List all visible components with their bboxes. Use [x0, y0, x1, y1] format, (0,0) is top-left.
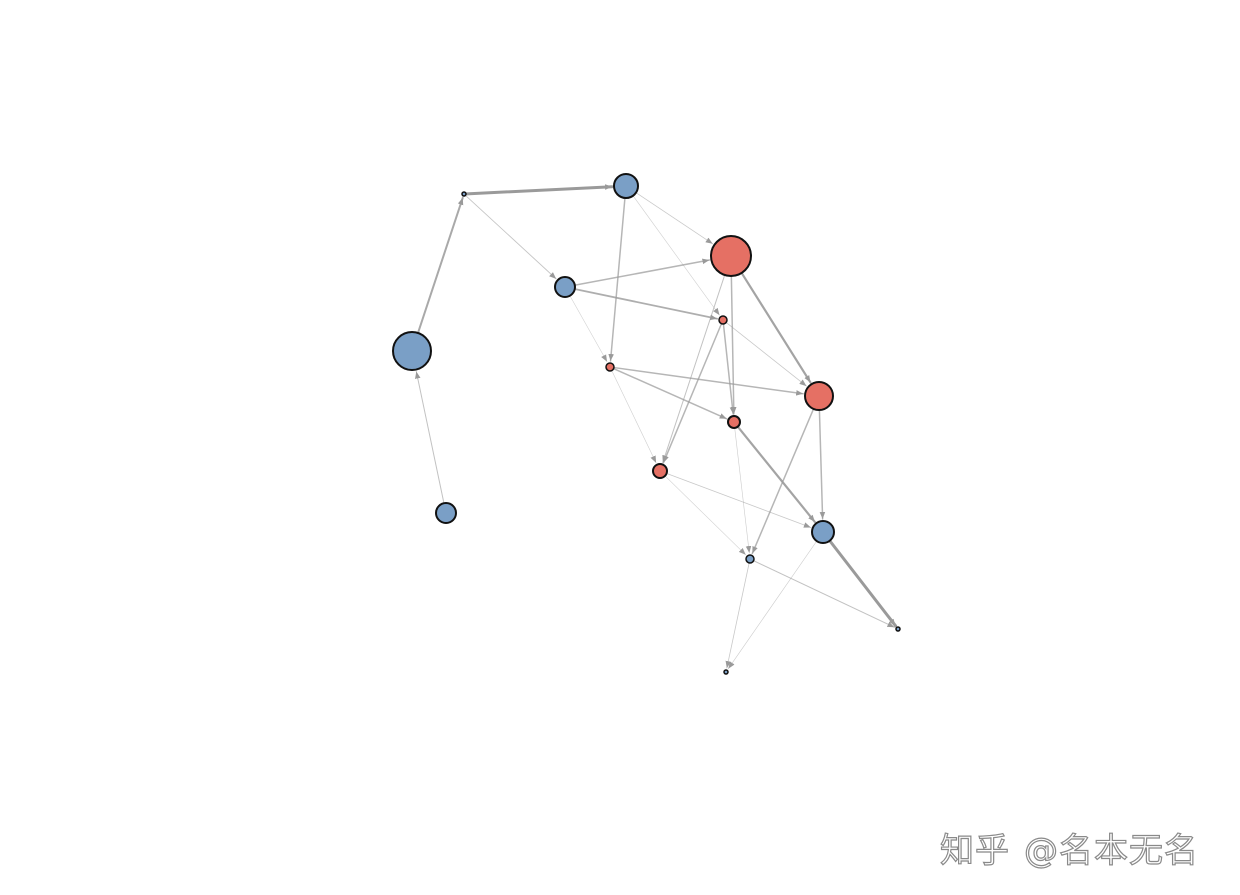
edge-n9-n12 — [818, 410, 826, 520]
edge-n4-n1 — [417, 196, 464, 334]
node-n6-red — [710, 235, 752, 277]
node-n5-blue — [435, 502, 457, 524]
edge-n10-n12 — [737, 426, 816, 523]
edge-n13-n15 — [754, 560, 895, 628]
node-n7-red — [718, 315, 728, 325]
edge-n8-n10 — [613, 368, 728, 420]
edge-n1-n3 — [465, 195, 557, 280]
edge-n12-n15 — [828, 539, 898, 628]
nodes-layer — [392, 173, 901, 675]
edge-n5-n4 — [415, 371, 445, 503]
edge-n8-n11 — [611, 371, 657, 464]
edge-n10-n13 — [734, 428, 752, 554]
edge-n8-n9 — [614, 366, 804, 396]
edge-n13-n14 — [725, 563, 750, 669]
edge-n2-n7 — [633, 196, 720, 316]
edge-n6-n11 — [662, 275, 725, 463]
node-n8-red — [605, 362, 615, 372]
node-n3-blue — [554, 276, 576, 298]
node-n2-blue — [613, 173, 639, 199]
node-n15-blue — [895, 626, 901, 632]
watermark-site: 知乎 — [939, 830, 1010, 871]
edge-n12-n14 — [727, 541, 817, 670]
edge-n11-n13 — [665, 476, 747, 556]
edge-n3-n8 — [570, 296, 608, 363]
node-n14-blue — [723, 669, 729, 675]
edge-n7-n11 — [662, 323, 722, 464]
node-n1-blue — [461, 191, 467, 197]
node-n11-red — [652, 463, 668, 479]
edge-n7-n9 — [726, 322, 807, 387]
watermark: 知乎 @名本无名 — [939, 822, 1199, 872]
node-n9-red — [804, 381, 834, 411]
edge-n6-n9 — [741, 272, 812, 384]
edge-n1-n2 — [465, 184, 614, 196]
node-n12-blue — [811, 520, 835, 544]
edge-n2-n6 — [636, 192, 714, 245]
node-n13-blue — [745, 554, 755, 564]
edge-n7-n10 — [722, 324, 736, 415]
edge-n2-n8 — [608, 198, 626, 362]
edge-n3-n7 — [574, 288, 719, 321]
edges-layer — [415, 184, 898, 670]
watermark-author: @名本无名 — [1023, 830, 1199, 871]
edge-n11-n12 — [667, 473, 812, 528]
node-n10-red — [727, 415, 741, 429]
node-n4-blue — [392, 331, 432, 371]
edge-n3-n6 — [575, 258, 711, 286]
edge-n6-n10 — [730, 276, 737, 415]
